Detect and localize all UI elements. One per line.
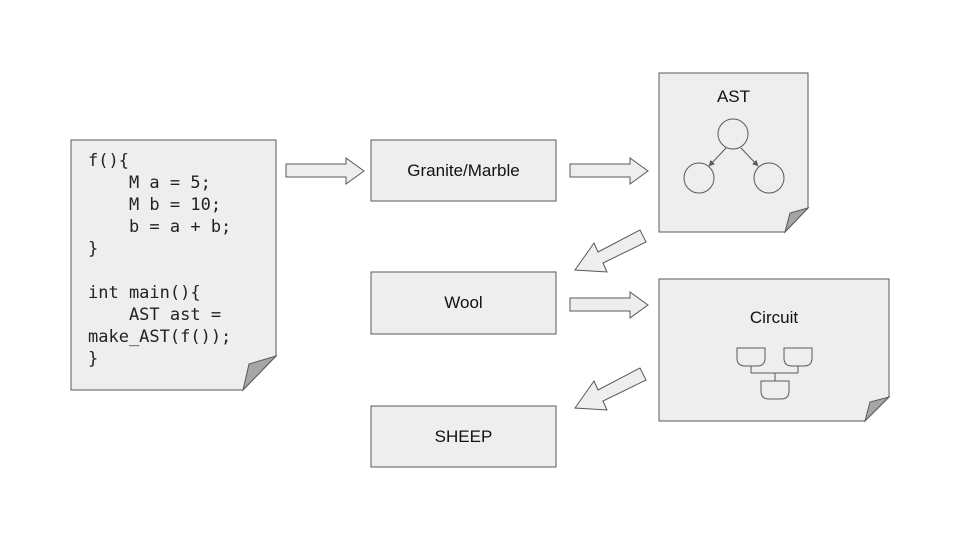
code-line: AST ast = <box>88 305 222 325</box>
code-line: M a = 5; <box>88 173 211 193</box>
granite-marble-box <box>370 139 557 202</box>
code-line: b = a + b; <box>88 217 232 237</box>
code-line: } <box>88 239 99 259</box>
tree-icon <box>683 118 785 194</box>
code-line: make_AST(f()); <box>88 327 232 347</box>
arrow-circuit-to-sheep <box>574 367 647 411</box>
page-fold-corner <box>864 396 891 423</box>
source-code-document <box>70 139 278 392</box>
circuit-document <box>658 278 891 423</box>
ast-title: AST <box>716 87 751 106</box>
wool-box <box>370 271 557 335</box>
arrow-granite-to-ast <box>569 157 649 185</box>
circuit-title: Circuit <box>749 308 799 327</box>
logic-gate-circuit-icon <box>736 347 813 400</box>
page-fold-corner <box>242 354 278 392</box>
page-fold-corner <box>784 207 810 234</box>
arrow-ast-to-wool <box>574 229 647 273</box>
arrow-wool-to-circuit <box>569 291 649 319</box>
code-line: f(){ <box>88 151 129 171</box>
arrow-code-to-granite <box>285 157 365 185</box>
wool-label: Wool <box>444 293 483 312</box>
sheep-label: SHEEP <box>434 426 493 446</box>
code-line: M b = 10; <box>88 195 222 215</box>
source-code-text: f(){ M a = 5; M b = 10; b = a + b; } int… <box>88 150 231 370</box>
granite-marble-label: Granite/Marble <box>407 160 520 180</box>
code-line: int main(){ <box>88 283 201 303</box>
code-line: } <box>88 349 99 369</box>
sheep-box <box>370 405 557 468</box>
ast-document <box>658 72 810 234</box>
